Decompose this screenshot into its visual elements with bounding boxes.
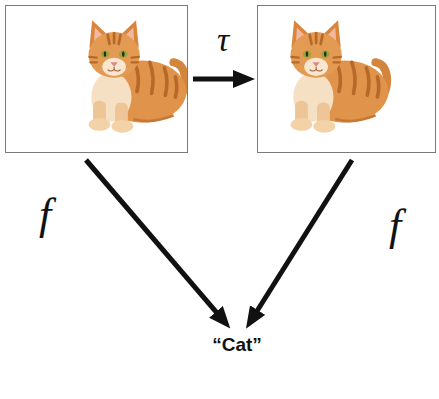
class-output: “Cat”	[207, 330, 267, 360]
cat-picture-shifted	[291, 20, 389, 132]
function-symbol: f	[387, 204, 403, 248]
image-frame	[5, 5, 188, 153]
cat-picture	[89, 20, 187, 132]
arrow-connector	[252, 160, 352, 319]
image-frame	[257, 5, 436, 153]
cat-picture	[89, 20, 187, 132]
class-label: “Cat”	[211, 334, 263, 356]
arrow-connector	[86, 160, 222, 319]
function-symbol: f	[37, 193, 53, 237]
arrow-connector	[193, 77, 243, 82]
cat-picture-shifted	[291, 20, 389, 132]
function-symbol: τ	[215, 23, 231, 57]
